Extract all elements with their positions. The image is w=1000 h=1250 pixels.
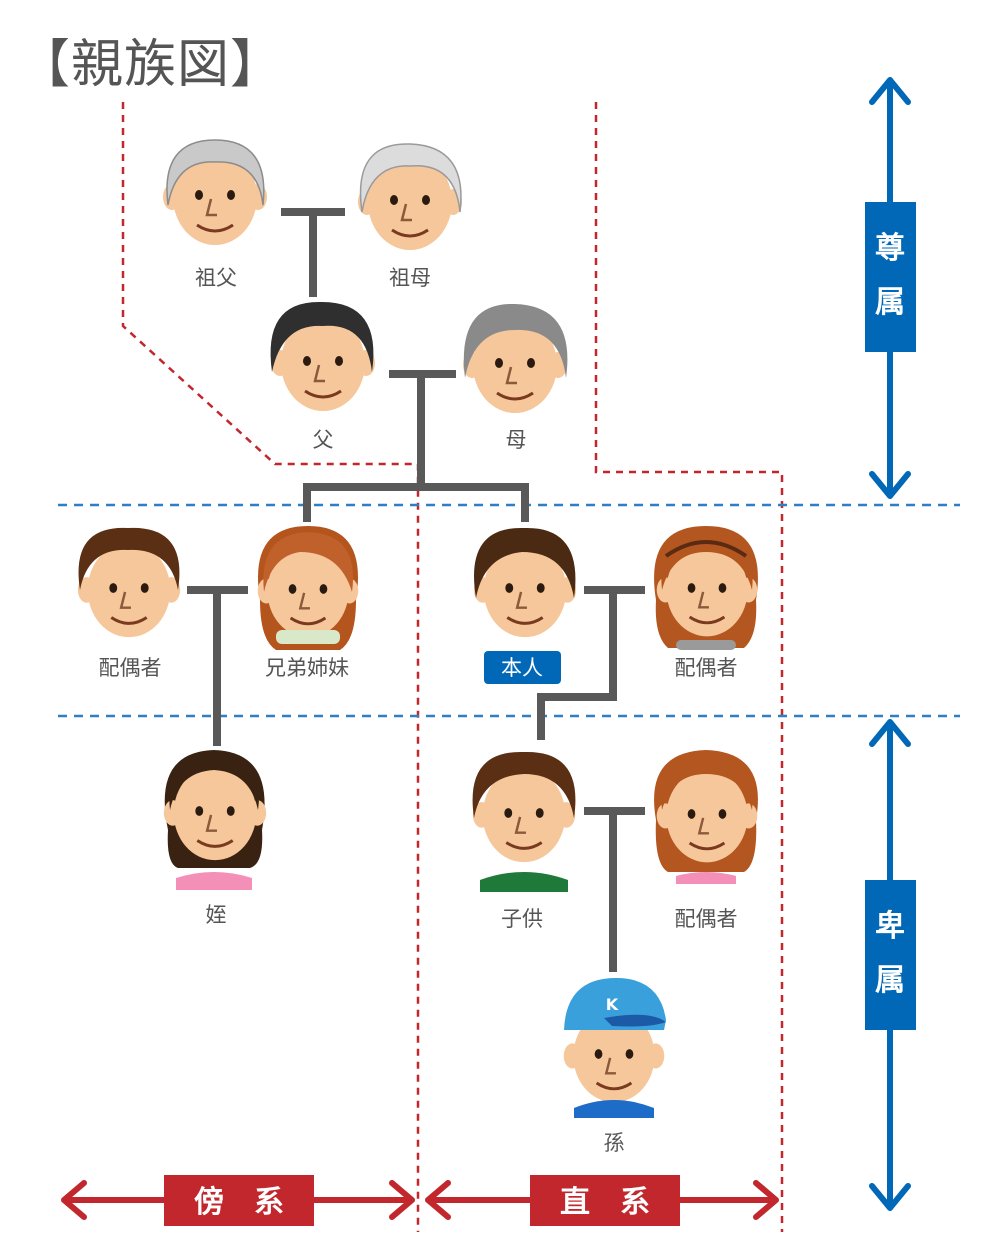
cap-letter: K [606, 995, 619, 1014]
lineal-arrow: 直 系 [425, 1175, 779, 1226]
label-grandfather: 祖父 [195, 266, 237, 290]
ascendant-arrow: 尊 属 [865, 77, 916, 499]
label-grandchild: 孫 [604, 1131, 625, 1155]
sibling-face-icon [256, 526, 360, 650]
father-face-icon [269, 301, 377, 413]
label-father: 父 [313, 428, 334, 452]
mother-face-icon [461, 303, 569, 415]
label-grandmother: 祖母 [389, 266, 431, 290]
collateral-label: 傍 系 [194, 1185, 284, 1220]
ascendant-label-2: 属 [875, 285, 905, 320]
child-face-icon [471, 751, 577, 892]
ascendant-label-1: 尊 [875, 231, 905, 266]
label-sibling-spouse: 配偶者 [99, 656, 162, 680]
self-spouse-face-icon [654, 526, 759, 650]
label-niece: 姪 [206, 903, 227, 927]
collateral-arrow: 傍 系 [61, 1175, 415, 1226]
grandfather-face-icon [161, 139, 269, 247]
niece-face-icon [162, 750, 268, 890]
descendant-label-1: 卑 [875, 909, 905, 944]
family-connectors [187, 208, 645, 972]
label-child-spouse: 配偶者 [675, 907, 738, 931]
grandmother-face-icon [356, 143, 464, 252]
label-siblings: 兄弟姉妹 [265, 656, 349, 680]
label-child: 子供 [501, 907, 543, 931]
child-spouse-face-icon [654, 750, 759, 884]
lineal-boundary-left [121, 102, 420, 1232]
label-self-spouse: 配偶者 [675, 656, 738, 680]
page-title: 【親族図】 [18, 35, 284, 95]
self-badge [484, 651, 561, 684]
label-self: 本人 [501, 656, 543, 680]
lineal-boundary-right [594, 102, 784, 1232]
descendant-arrow: 卑 属 [865, 719, 916, 1211]
grandchild-face-icon: K [562, 978, 666, 1118]
descendant-label-2: 属 [875, 963, 905, 998]
self-face-icon [472, 527, 578, 639]
sibling-spouse-face-icon [76, 527, 182, 639]
lineal-label: 直 系 [560, 1185, 650, 1220]
label-mother: 母 [506, 428, 527, 452]
